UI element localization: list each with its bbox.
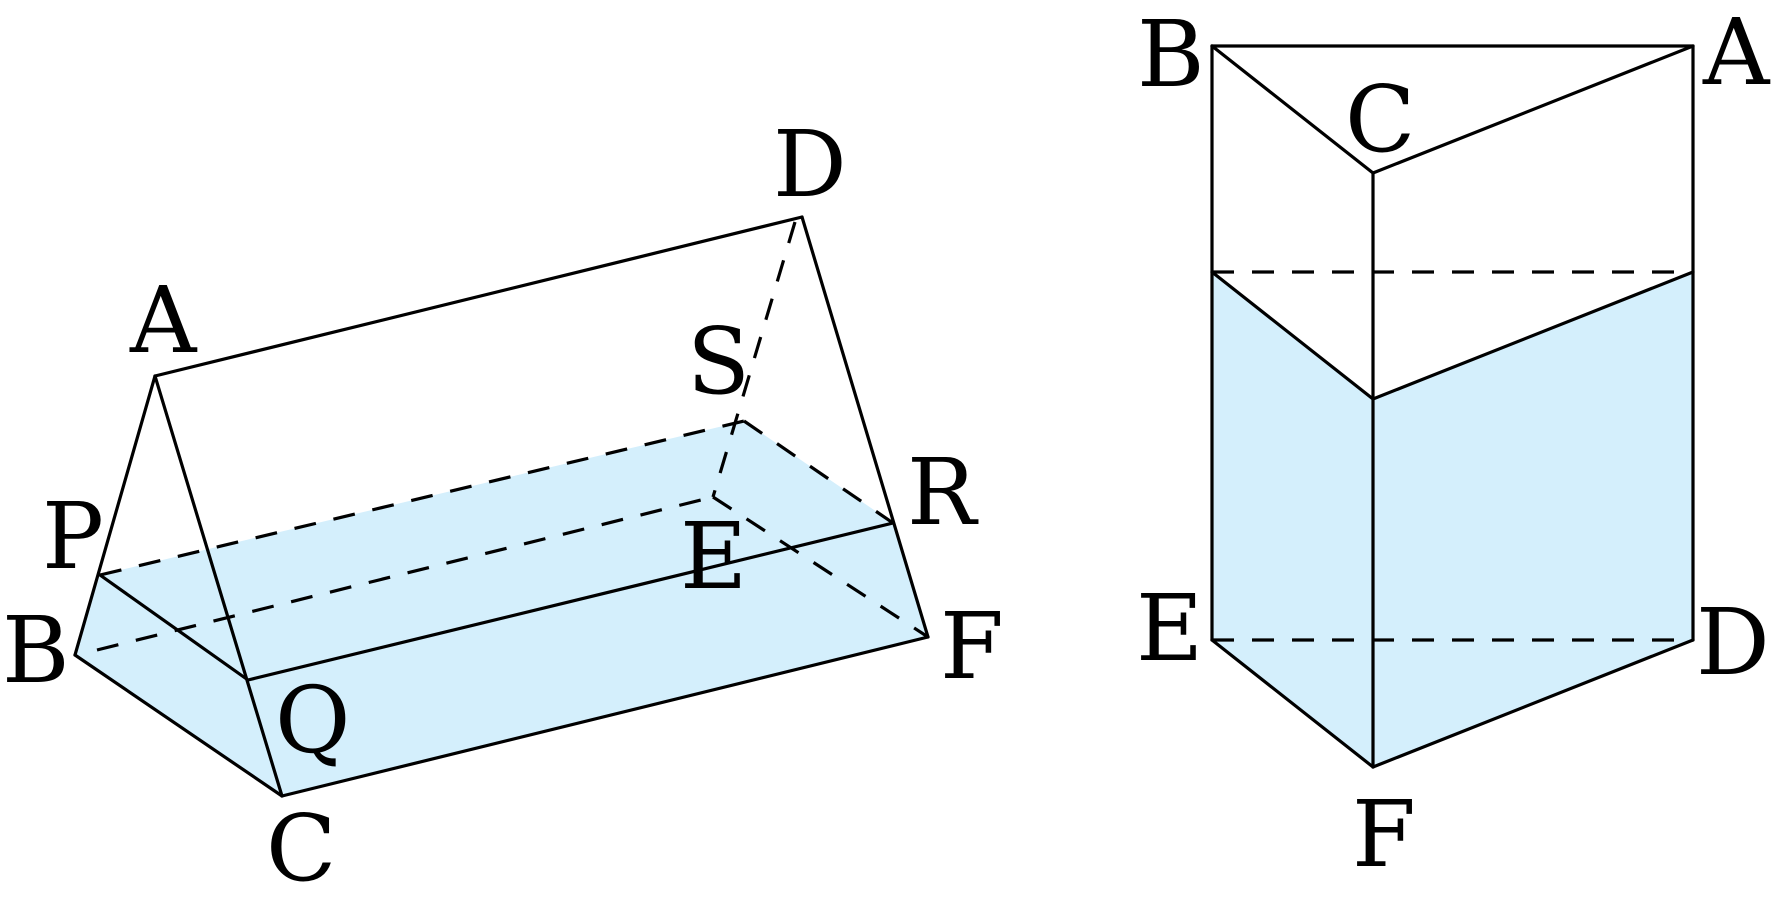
right-label-D: D [1696, 589, 1770, 696]
edge-B-C [73, 653, 284, 798]
edge-A-C [153, 374, 284, 798]
left-prism: A B C D E F P Q R S [2, 111, 1004, 902]
edge-E-F [1210, 638, 1375, 769]
right-label-C: C [1345, 66, 1415, 173]
edge-C-A [1371, 44, 1695, 175]
edge-F-D [1371, 638, 1695, 769]
right-water-front-left-face [1212, 272, 1373, 767]
left-label-B: B [2, 597, 70, 704]
hidden-edge-S-R [743, 419, 894, 525]
left-label-D: D [773, 111, 847, 218]
left-label-E: E [680, 503, 747, 610]
edge-A-D [153, 215, 804, 378]
edge-B-C [1210, 44, 1375, 175]
left-water-end-face [75, 575, 282, 796]
left-label-S: S [687, 308, 750, 415]
edge-P-Q [98, 573, 250, 682]
right-water-front-right-face [1373, 272, 1693, 767]
hidden-edge-P-S [99, 419, 745, 577]
right-label-B: B [1137, 1, 1205, 108]
hidden-edge-B-E [96, 495, 714, 652]
right-prism: B A C E D F [1136, 0, 1771, 888]
edge-D-F [800, 215, 930, 639]
left-label-A: A [129, 267, 198, 374]
left-label-R: R [907, 439, 979, 546]
edge-C-F [280, 635, 930, 798]
left-label-P: P [42, 483, 104, 590]
edge-Q-R [246, 521, 895, 682]
hidden-edge-E-F [712, 495, 929, 639]
right-label-A: A [1702, 0, 1771, 106]
hidden-edge-D-E [711, 221, 797, 498]
left-label-Q: Q [275, 667, 350, 774]
left-label-F: F [940, 593, 1004, 700]
water-line-left [1210, 270, 1375, 401]
left-water-bottom-face [248, 523, 928, 796]
edge-A-B [73, 374, 157, 657]
right-label-F: F [1352, 781, 1416, 888]
left-label-C: C [266, 795, 336, 902]
right-label-E: E [1136, 575, 1203, 682]
water-line-right [1371, 270, 1695, 401]
